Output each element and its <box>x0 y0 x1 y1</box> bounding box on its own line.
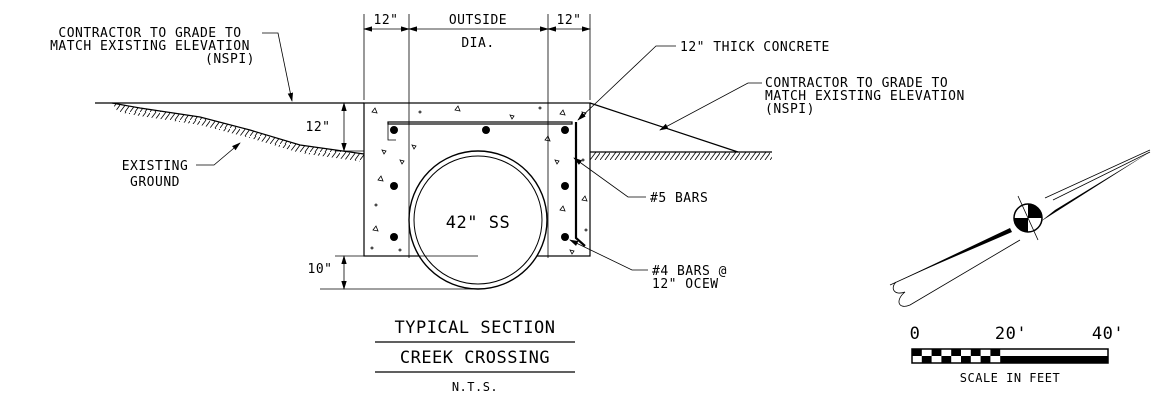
outside-dia-text-2: DIA. <box>461 36 494 51</box>
aggregate-mark <box>377 175 384 182</box>
scale-cell <box>1000 356 1010 363</box>
existing-ground-text-1: EXISTING <box>122 159 189 174</box>
rebar-dot <box>561 182 569 190</box>
dim-left-text: 12" <box>374 13 399 28</box>
aggregate-mark <box>538 106 542 110</box>
grade-note-left-leader <box>262 32 294 102</box>
bars4-leader <box>569 239 648 271</box>
rebar-dot <box>390 126 398 134</box>
scale-cell <box>931 349 942 356</box>
aggregate-mark <box>544 135 551 142</box>
rebar-hook-left <box>387 124 396 141</box>
title-line2: CREEK CROSSING <box>400 348 550 368</box>
scale-tick-40: 40' <box>1092 324 1124 344</box>
aggregate-mark <box>411 144 417 150</box>
existing-ground-note: EXISTING GROUND <box>122 142 241 190</box>
rebar-dot <box>482 126 490 134</box>
thick-concrete-text: 12" THICK CONCRETE <box>680 40 830 55</box>
thick-concrete-leader <box>577 45 676 121</box>
grade-note-left: CONTRACTOR TO GRADE TO MATCH EXISTING EL… <box>50 26 294 102</box>
base-dim-text: 10" <box>308 262 333 277</box>
existing-ground-left <box>111 102 365 162</box>
bars4-note: #4 BARS @ 12" OCEW <box>569 239 727 292</box>
aggregate-mark <box>581 111 587 117</box>
scale-cell <box>941 356 952 363</box>
existing-ground-right <box>590 151 772 160</box>
scale-checker <box>912 349 1010 363</box>
pipe-inner <box>413 155 543 285</box>
scale-cell <box>921 356 932 363</box>
aggregate-mark <box>398 248 402 252</box>
title-line1: TYPICAL SECTION <box>394 318 555 338</box>
rebar-dot <box>561 126 569 134</box>
rebar-top <box>387 121 573 125</box>
dim-right-text: 12" <box>557 13 582 28</box>
aggregate-mark <box>399 159 405 165</box>
aggregate-mark <box>559 109 566 116</box>
title-note: N.T.S. <box>452 380 498 394</box>
scale-cell <box>912 349 922 356</box>
concrete-aggregate <box>370 105 588 255</box>
aggregate-mark <box>569 249 575 255</box>
rebar-dot <box>390 182 398 190</box>
aggregate-mark <box>370 246 374 250</box>
base-dimension: 10" <box>308 255 478 290</box>
aggregate-mark <box>381 149 387 155</box>
rebar-dot <box>561 233 569 241</box>
bars5-note: #5 BARS <box>573 157 708 206</box>
bars4-text-1: #4 BARS @ <box>652 264 727 279</box>
bars5-leader <box>573 157 646 198</box>
aggregate-mark <box>372 225 379 232</box>
aggregate-mark <box>559 205 566 212</box>
scale-bar: 0 20' 40' SCALE IN FEET <box>910 324 1124 385</box>
rebar-right <box>574 122 586 247</box>
scale-cell <box>961 356 971 363</box>
rebar-dot <box>390 233 398 241</box>
pipe: 42" SS <box>335 150 548 290</box>
thick-concrete-note: 12" THICK CONCRETE <box>577 40 830 121</box>
aggregate-mark <box>371 107 378 114</box>
pipe-label: 42" SS <box>446 213 510 233</box>
aggregate-mark <box>581 195 588 202</box>
north-arrow-icon <box>889 149 1151 307</box>
aggregate-mark <box>374 203 378 207</box>
aggregate-mark <box>584 228 588 232</box>
grade-note-right-leader <box>659 82 762 131</box>
aggregate-mark <box>454 105 461 112</box>
bars4-text-2: 12" OCEW <box>652 277 719 292</box>
grade-note-left-line3: (NSPI) <box>205 52 255 67</box>
grade-note-left-line1: CONTRACTOR TO GRADE TO <box>58 26 241 41</box>
finished-grade-slope <box>589 102 739 153</box>
grade-note-right-line1: CONTRACTOR TO GRADE TO <box>765 76 948 91</box>
scale-cell <box>990 349 1001 356</box>
grade-note-left-line2: MATCH EXISTING ELEVATION <box>50 39 250 54</box>
grade-note-right-line2: MATCH EXISTING ELEVATION <box>765 89 965 104</box>
cover-dimension: 12" <box>306 102 364 152</box>
aggregate-mark <box>581 158 585 162</box>
cover-dim-text: 12" <box>306 120 331 135</box>
scale-cell <box>951 349 961 356</box>
scale-tick-0: 0 <box>910 324 921 344</box>
grade-note-right: CONTRACTOR TO GRADE TO MATCH EXISTING EL… <box>659 76 965 131</box>
scale-cell <box>980 356 991 363</box>
aggregate-mark <box>418 110 422 114</box>
scale-cell <box>970 349 981 356</box>
existing-ground-text-2: GROUND <box>130 175 180 190</box>
outside-dia-text-1: OUTSIDE <box>449 13 507 28</box>
bars5-text: #5 BARS <box>650 191 708 206</box>
scale-tick-20: 20' <box>995 324 1027 344</box>
scale-caption: SCALE IN FEET <box>960 371 1060 385</box>
aggregate-mark <box>509 114 515 120</box>
title-block: TYPICAL SECTION CREEK CROSSING N.T.S. <box>375 318 575 394</box>
aggregate-mark <box>554 159 560 165</box>
existing-ground-leader <box>196 142 241 166</box>
grade-note-right-line3: (NSPI) <box>765 102 815 117</box>
